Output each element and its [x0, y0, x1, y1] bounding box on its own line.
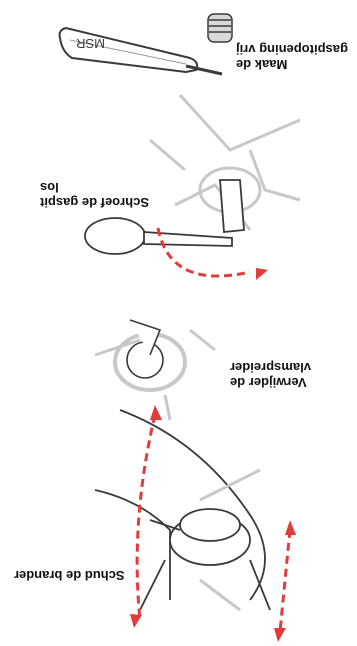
caption-line: Schud de brander	[14, 568, 126, 583]
step-caption-clear-jet: Maak de gaspitopening vrij	[236, 42, 348, 72]
caption-line: vlamspreider	[230, 360, 326, 375]
caption-line: gaspitopening vrij	[236, 42, 348, 57]
caption-line: los	[40, 180, 160, 195]
step-caption-unscrew-burner: Schroef de gaspit los	[40, 180, 160, 210]
caption-line: Verwijder de	[230, 375, 326, 390]
step-caption-shake-burner: Schud de brander	[14, 568, 126, 583]
jet-illustration	[208, 14, 232, 42]
caption-line: Maak de	[236, 57, 348, 72]
caption-line: Schroef de gaspit	[40, 195, 160, 210]
tool-label: MSR	[76, 36, 105, 51]
rotation-arrow-head	[256, 268, 268, 280]
stove-with-wrench-illustration	[85, 95, 300, 254]
step-caption-remove-spreader: Verwijder de vlamspreider	[230, 360, 326, 390]
